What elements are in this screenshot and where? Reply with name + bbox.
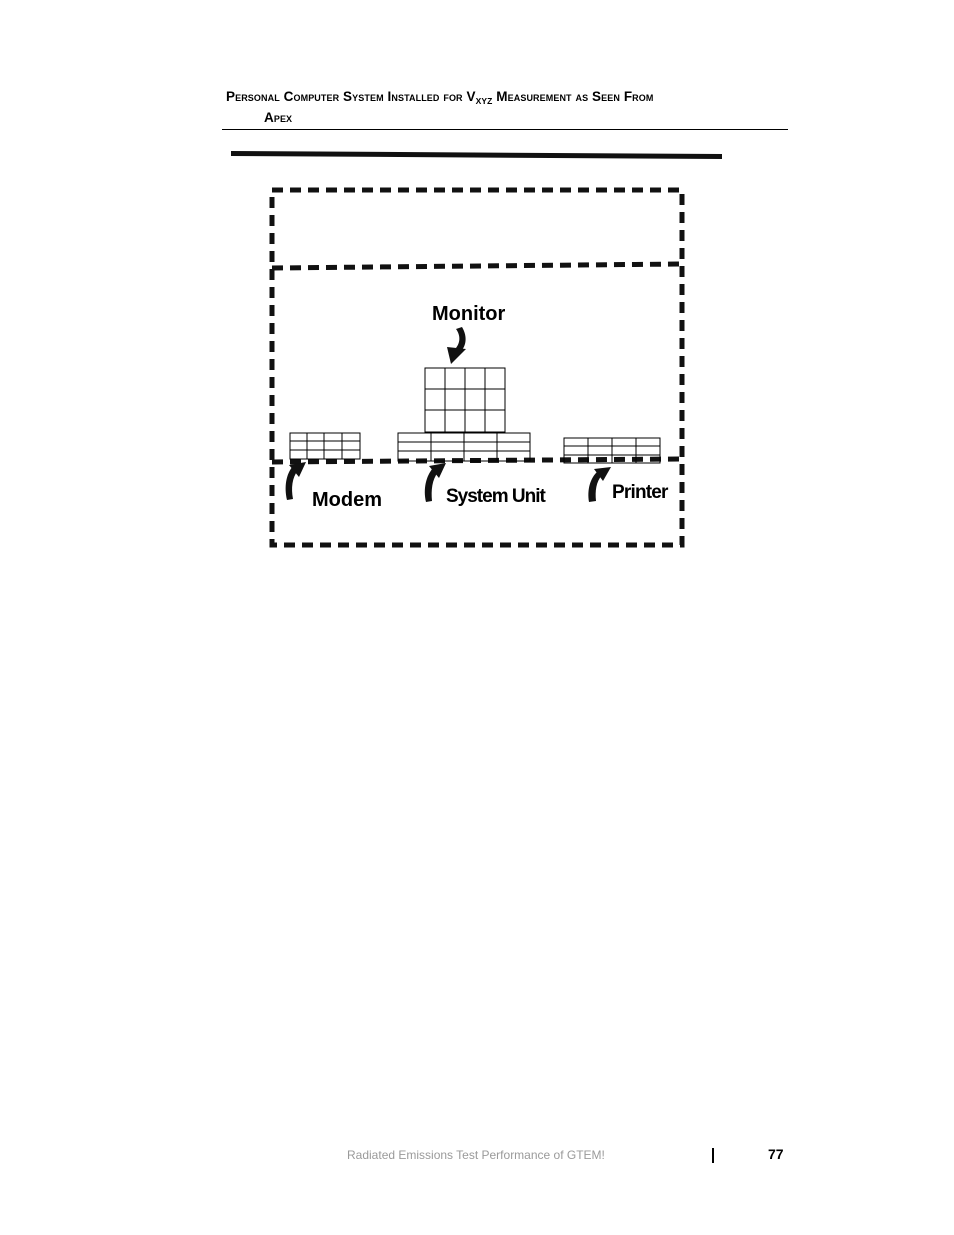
enclosure-outer-dashed — [269, 187, 685, 548]
enclosure-upper-dashed — [271, 261, 683, 271]
modem-label: Modem — [312, 489, 382, 511]
system-unit-arrow-icon — [424, 463, 446, 502]
page-number: 77 — [768, 1146, 784, 1162]
monitor-label: Monitor — [432, 303, 506, 325]
monitor-arrow-icon — [447, 327, 466, 364]
modem-arrow-icon — [285, 462, 306, 500]
printer-arrow-icon — [588, 467, 611, 502]
system-unit-box — [397, 432, 531, 462]
modem-box — [289, 432, 361, 460]
caption-subscript: XYZ — [475, 96, 493, 106]
septum-bar — [231, 151, 722, 159]
caption-divider — [222, 129, 788, 130]
printer-box — [563, 437, 661, 464]
caption-line-2: Apex — [264, 110, 293, 125]
figure-caption: Personal Computer System Installed for V… — [226, 86, 786, 128]
caption-line-1: Personal Computer System Installed for V… — [226, 89, 654, 106]
printer-label: Printer — [612, 482, 669, 503]
footer-separator — [712, 1148, 714, 1163]
footer-document-title: Radiated Emissions Test Performance of G… — [347, 1148, 605, 1162]
monitor-box — [424, 367, 506, 433]
system-unit-label: System Unit — [446, 486, 546, 507]
